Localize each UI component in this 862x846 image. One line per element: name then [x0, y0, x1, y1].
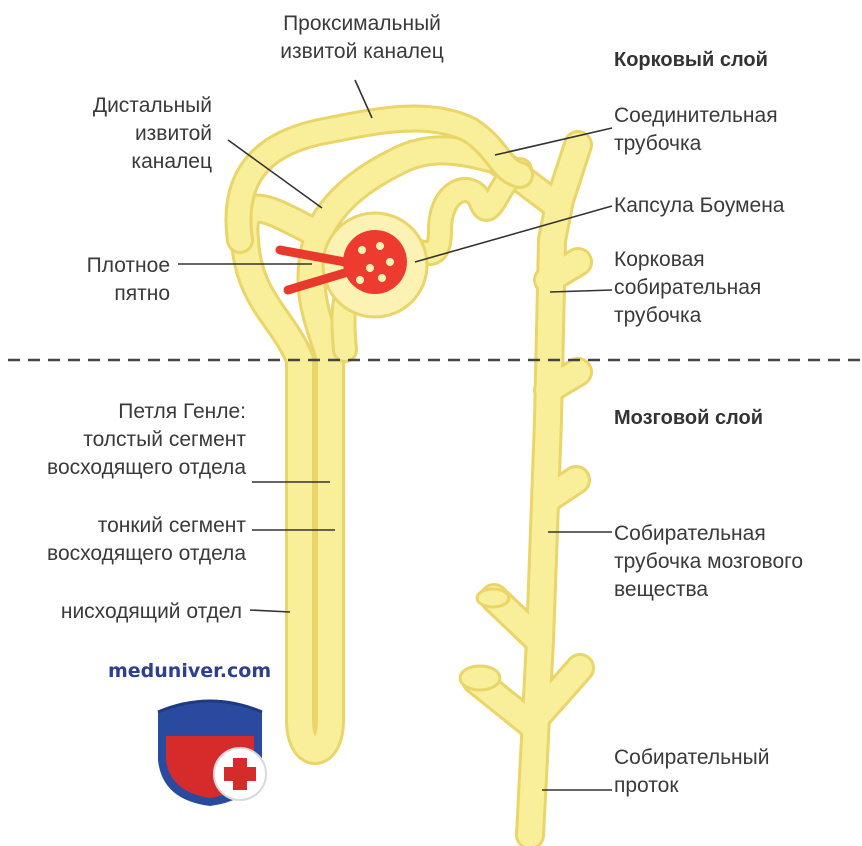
label-medullary-collecting-tubule: Собирательная трубочка мозгового веществ…	[614, 522, 804, 601]
label-henle-thin: тонкий сегмент восходящего отдела	[47, 514, 246, 565]
leader-lines	[178, 79, 613, 791]
label-macula-densa: Плотное пятно	[86, 254, 170, 305]
label-cortex: Корковый слой	[614, 49, 768, 71]
label-distal-tubule: Дистальный извитой каналец	[92, 94, 212, 173]
label-medulla: Мозговой слой	[614, 407, 764, 429]
label-cortical-collecting-tubule: Корковая собирательная трубочка	[614, 248, 762, 327]
label-bowman-capsule: Капсула Боумена	[614, 194, 785, 217]
label-collecting-duct: Собирательный проток	[614, 746, 770, 797]
medical-shield-icon	[157, 699, 267, 806]
bowman-capsule-shape	[275, 211, 429, 319]
label-connecting-tubule: Соединительная трубочка	[614, 104, 778, 155]
label-proximal-tubule: Проксимальный извитой каналец	[280, 12, 444, 63]
collecting-duct-shape	[458, 130, 595, 846]
site-watermark[interactable]: meduniver.com	[108, 660, 272, 682]
label-descending-limb: нисходящий отдел	[60, 600, 242, 623]
label-henle-thick: Петля Генле: толстый сегмент восходящего…	[47, 400, 246, 479]
